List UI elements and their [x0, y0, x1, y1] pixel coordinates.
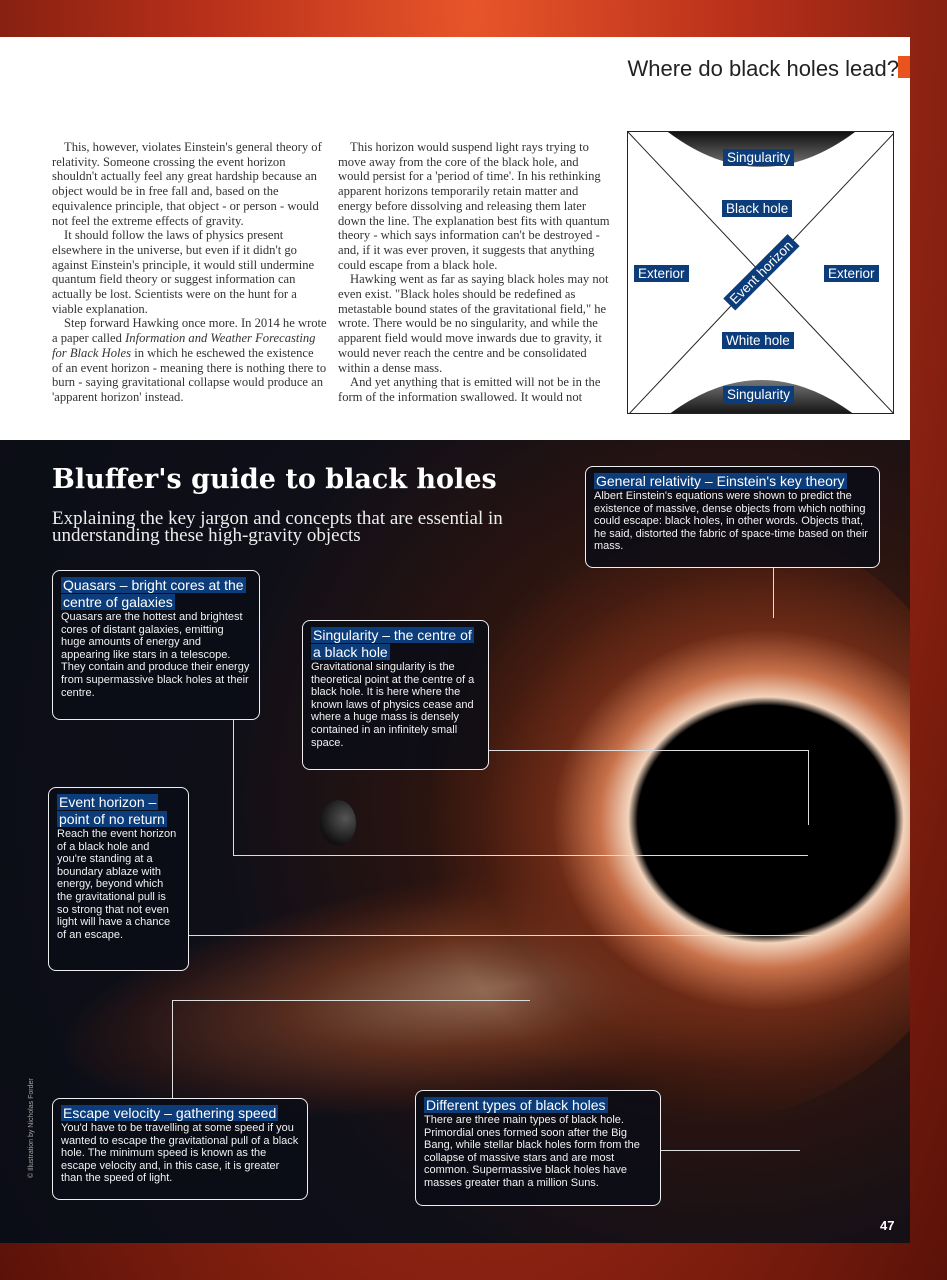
- paragraph: This horizon would suspend light rays tr…: [338, 140, 610, 272]
- box-heading: Escape velocity – gathering speed: [61, 1105, 279, 1121]
- connector-line: [233, 720, 234, 855]
- connector-line: [808, 750, 809, 825]
- info-box-types: Different types of black holes There are…: [415, 1090, 661, 1206]
- page-header: Where do black holes lead?: [627, 56, 900, 81]
- box-heading: Event horizon – point of no return: [57, 794, 167, 827]
- box-body: Gravitational singularity is the theoret…: [311, 661, 475, 749]
- planet-illustration: [320, 800, 356, 846]
- paragraph: And yet anything that is emitted will no…: [338, 375, 601, 404]
- box-heading: Different types of black holes: [424, 1097, 608, 1113]
- header-accent: [898, 56, 910, 78]
- info-box-event-horizon: Event horizon – point of no return Reach…: [48, 787, 189, 971]
- paragraph: It should follow the laws of physics pre…: [52, 228, 315, 316]
- box-heading: General relativity – Einstein's key theo…: [594, 473, 847, 489]
- connector-line: [172, 1000, 173, 1098]
- box-body: Albert Einstein's equations were shown t…: [594, 490, 868, 553]
- label-white-hole: White hole: [722, 332, 794, 349]
- penrose-diagram: Singularity Black hole Exterior Exterior…: [627, 131, 894, 414]
- box-body: Reach the event horizon of a black hole …: [57, 828, 177, 941]
- label-exterior-left: Exterior: [634, 265, 689, 282]
- paragraph: This, however, violates Einstein's gener…: [52, 140, 322, 228]
- box-body: You'd have to be travelling at some spee…: [61, 1122, 299, 1185]
- article-column-1: This, however, violates Einstein's gener…: [52, 140, 327, 405]
- section-subtitle: Explaining the key jargon and concepts t…: [52, 508, 503, 546]
- article-column-2: This horizon would suspend light rays tr…: [338, 140, 613, 405]
- label-exterior-right: Exterior: [824, 265, 879, 282]
- connector-line: [773, 568, 774, 618]
- paragraph: Step forward Hawking once more. In 2014 …: [52, 316, 327, 404]
- illustration-credit: © Illustration by Nicholas Forder: [28, 1078, 35, 1178]
- info-box-general-relativity: General relativity – Einstein's key theo…: [585, 466, 880, 568]
- connector-line: [488, 750, 808, 751]
- black-hole-illustration: [430, 520, 910, 1120]
- connector-line: [233, 855, 808, 856]
- label-singularity-top: Singularity: [723, 149, 795, 166]
- box-body: Quasars are the hottest and brightest co…: [61, 611, 250, 699]
- connector-line: [172, 1000, 530, 1001]
- connector-line: [188, 935, 820, 936]
- paragraph: Hawking went as far as saying black hole…: [338, 272, 609, 375]
- box-body: There are three main types of black hole…: [424, 1114, 640, 1189]
- box-heading: Singularity – the centre of a black hole: [311, 627, 474, 660]
- paper-title: Information and Weather Forecasting for …: [52, 331, 316, 360]
- info-box-singularity: Singularity – the centre of a black hole…: [302, 620, 489, 770]
- connector-line: [660, 1150, 800, 1151]
- page-number: 47: [880, 1218, 895, 1233]
- label-black-hole: Black hole: [722, 200, 793, 217]
- info-box-escape-velocity: Escape velocity – gathering speed You'd …: [52, 1098, 308, 1200]
- text: Step forward Hawking once more. In 2014 …: [52, 316, 327, 346]
- bluffers-guide-section: Bluffer's guide to black holes Explainin…: [0, 440, 910, 1243]
- section-title: Bluffer's guide to black holes: [52, 464, 497, 495]
- info-box-quasars: Quasars – bright cores at the centre of …: [52, 570, 260, 720]
- text: in which he eschewed the existence of an…: [52, 345, 327, 404]
- label-singularity-bottom: Singularity: [723, 386, 795, 403]
- box-heading: Quasars – bright cores at the centre of …: [61, 577, 246, 610]
